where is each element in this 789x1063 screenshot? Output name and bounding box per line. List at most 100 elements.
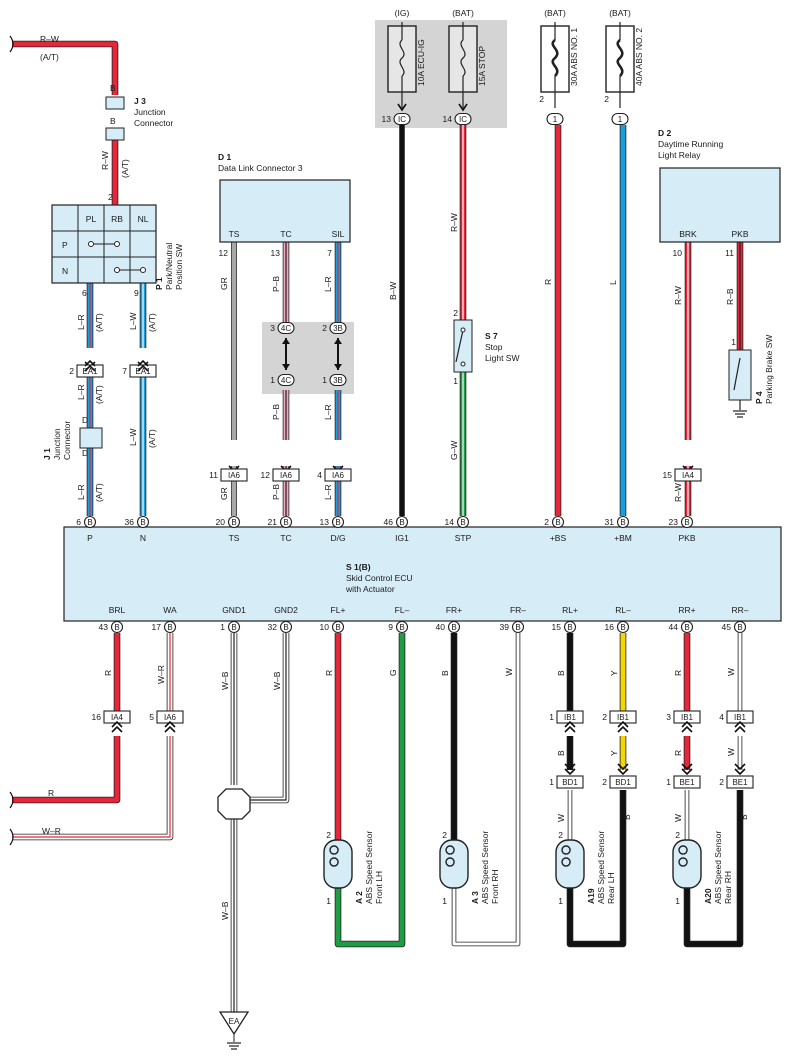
inline-top-connector <box>324 468 352 482</box>
ecu-top-pin <box>279 515 293 529</box>
ecu-top-pin-number: 14 <box>445 517 455 527</box>
d2-term-brk: BRK <box>679 229 697 239</box>
wire-label-p3: L–R <box>76 484 86 500</box>
inline-top-connector-pin: 2 <box>69 366 74 376</box>
bd-be-chevron <box>734 763 746 771</box>
left-wire-r: R <box>48 788 54 798</box>
splice-4c-bottom-code: 4C <box>281 376 291 385</box>
fuse-pin: 14 <box>443 114 453 124</box>
splice-arrow <box>282 364 290 370</box>
wire-rl-b-loop <box>567 790 626 947</box>
bd-be-connector-pin: 1 <box>666 777 671 787</box>
ecu-bottom-pin-number: 43 <box>99 622 109 632</box>
ecu-bottom-pin <box>563 620 577 634</box>
ib1-chevron <box>681 725 693 733</box>
ecu-bottom-pin-code: B <box>515 623 520 632</box>
inline-bottom-connector-pin: 16 <box>92 712 102 722</box>
bd-be-connector <box>673 775 701 789</box>
inline-bottom-connector-pin: 5 <box>149 712 154 722</box>
ecu-bottom-term-label: BRL <box>109 605 126 615</box>
sensor-name-2: Front LH <box>374 871 384 904</box>
ib1-connector-code: IB1 <box>734 713 747 722</box>
d2-id: D 2 <box>658 128 672 138</box>
d1-pin: 7 <box>327 248 332 258</box>
components <box>51 22 782 1050</box>
ecu-bottom-pin-code: B <box>399 623 404 632</box>
wire-wa-wr-2-outline <box>12 736 174 841</box>
sensor-coil <box>445 845 455 867</box>
ecu-bottom-pin-number: 10 <box>320 622 330 632</box>
sensor-name-1: ABS Speed Sensor <box>480 831 490 904</box>
ecu-bottom-pin <box>447 620 461 634</box>
wire-label-gnd-down: W–B <box>220 901 230 920</box>
bd-be-chevron <box>681 768 693 776</box>
j1-name-1: Junction <box>52 428 62 460</box>
ecu-top-pin <box>136 515 150 529</box>
inline-ea1-chevron <box>84 364 96 372</box>
j1-pin-bottom: D <box>82 448 88 458</box>
wire-label-bs: R <box>543 279 553 285</box>
ecu-bottom-pin <box>331 620 345 634</box>
wire-label-n: L–W <box>128 313 138 330</box>
inline-top-connector-code: IA6 <box>280 471 293 480</box>
s7-name-2: Light SW <box>485 353 520 363</box>
ecu-top-term-label: TS <box>229 533 240 543</box>
wire-label-fr-plus: B <box>440 670 450 676</box>
fuse-pin: 2 <box>604 94 609 104</box>
bd-be-chevron <box>734 768 746 776</box>
ib1-chevron <box>617 720 629 728</box>
sensor-pin-2: 2 <box>326 830 331 840</box>
wire-label-brl: R <box>103 670 113 676</box>
wire-wa-wr-2-stripe <box>12 736 171 838</box>
splice-pin: 1 <box>322 375 327 385</box>
sensor-name-2: Front RH <box>490 870 500 904</box>
wire-gnd2-wb-outline <box>248 633 290 804</box>
wire-label-rr-plus: R <box>673 670 683 676</box>
inline-top-connector-pin: 11 <box>209 470 218 480</box>
wire-label-rl-b: B <box>622 814 632 820</box>
sensor-coil <box>678 845 688 867</box>
inline-top-connector-code: EA1 <box>135 367 151 376</box>
splice-arrow <box>282 338 290 344</box>
ecu-top-pin-number: 13 <box>320 517 330 527</box>
ecu-bottom-pin-code: B <box>684 623 689 632</box>
ecu-top-pin-number: 46 <box>384 517 394 527</box>
p1-contact <box>114 267 120 273</box>
ecu-top-pin-number: 2 <box>544 517 549 527</box>
wire-break-brl <box>9 791 14 809</box>
top-wire-code: R–W <box>40 34 59 44</box>
d1-name: Data Link Connector 3 <box>218 163 303 173</box>
j3-wire-note: (A/T) <box>120 159 130 178</box>
p1-contact <box>88 241 94 247</box>
sensor-name-1: ABS Speed Sensor <box>364 831 374 904</box>
fuse-connector-code: 1 <box>553 115 558 124</box>
sensor-id: A 2 <box>354 891 364 904</box>
ecu-bottom-term-label: FL+ <box>331 605 346 615</box>
inline-top-connector-pin: 15 <box>663 470 673 480</box>
wire-label-wa: W–R <box>156 665 166 684</box>
ecu-bottom-pin <box>163 620 177 634</box>
bd-be-chevron <box>681 763 693 771</box>
d2-term-pkb: PKB <box>731 229 748 239</box>
d1-term: SIL <box>332 229 345 239</box>
splice-4c-top <box>277 321 295 335</box>
p1-contact <box>140 267 146 273</box>
bd-be-connector-pin: 1 <box>549 777 554 787</box>
bd-be-connector-code: BD1 <box>615 778 631 787</box>
ecu-bottom-pin <box>733 620 747 634</box>
ecu-bottom-pin-number: 1 <box>220 622 225 632</box>
ecu-bottom-pin-number: 15 <box>552 622 562 632</box>
ecu-top-pin <box>83 515 97 529</box>
fuse-connector <box>454 112 472 126</box>
ecu-bottom-term-label: FL– <box>395 605 410 615</box>
splice-3b-bottom-code: 3B <box>333 376 343 385</box>
wire-label-n2: L–W <box>128 429 138 446</box>
ecu-top-pin-code: B <box>140 518 145 527</box>
ecu-top-pin <box>551 515 565 529</box>
inline-top-connector <box>674 468 702 482</box>
ib1-connector-pin: 1 <box>549 712 554 722</box>
d1-term: TS <box>229 229 240 239</box>
wire-label-gnd1: W–B <box>220 671 230 690</box>
s7-pin-2: 2 <box>453 308 458 318</box>
d2-pin-11: 11 <box>725 248 734 258</box>
